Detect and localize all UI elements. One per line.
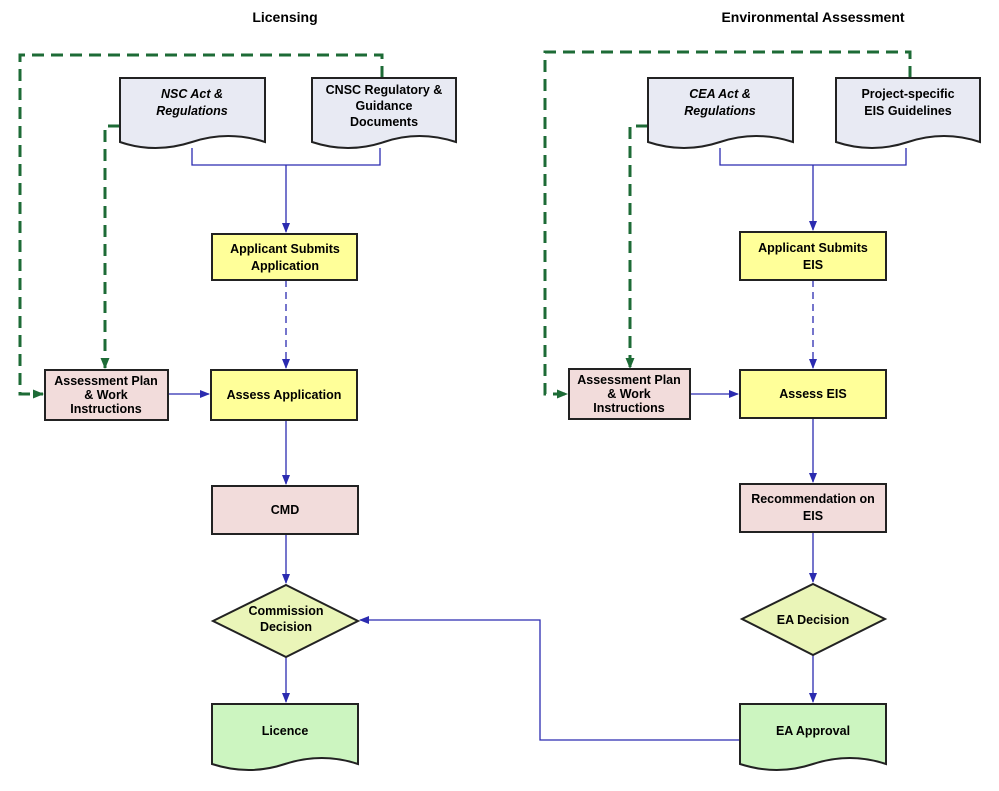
licensing-doc-cnsc-line1: CNSC Regulatory & (326, 83, 443, 97)
licensing-review-label: CMD (271, 503, 299, 517)
ea-decision-diamond: EA Decision (739, 582, 888, 657)
licensing-connectors (18, 53, 740, 741)
ea-doc-eis-line1: Project-specific (861, 87, 954, 101)
ea-doc-eis-guidelines: Project-specific EIS Guidelines (835, 77, 981, 149)
ea-plan-box: Assessment Plan & Work Instructions (568, 368, 691, 420)
licensing-doc-cnsc-line2: Guidance (356, 99, 413, 113)
ea-output-label: EA Approval (776, 724, 850, 738)
ea-output-doc: EA Approval (739, 703, 887, 771)
licensing-output-label: Licence (262, 724, 309, 738)
ea-heading: Environmental Assessment (721, 9, 904, 25)
licensing-assess-label: Assess Application (227, 388, 342, 402)
licensing-submit-box: Applicant Submits Application (211, 233, 358, 281)
licensing-doc-nsc-act-line1: NSC Act & (161, 87, 223, 101)
ea-submit-line2: EIS (803, 258, 823, 272)
licensing-review-box: CMD (211, 485, 359, 535)
ea-review-line1: Recommendation on (751, 492, 875, 506)
licensing-submit-line2: Application (251, 259, 319, 273)
licensing-submit-line1: Applicant Submits (230, 242, 340, 256)
ea-connectors (543, 50, 912, 703)
licensing-output-doc: Licence (211, 703, 359, 771)
licensing-plan-line3: Instructions (70, 402, 142, 416)
ea-assess-label: Assess EIS (779, 387, 846, 401)
licensing-decision-line1: Commission (248, 604, 323, 618)
ea-decision-label: EA Decision (777, 613, 849, 627)
licensing-plan-line2: & Work (84, 388, 128, 402)
ea-plan-line1: Assessment Plan (577, 373, 681, 387)
ea-plan-line2: & Work (607, 387, 651, 401)
ea-doc-cea-act: CEA Act & Regulations (647, 77, 794, 149)
licensing-doc-cnsc-guidance: CNSC Regulatory & Guidance Documents (311, 77, 457, 149)
ea-submit-box: Applicant Submits EIS (739, 231, 887, 281)
licensing-plan-box: Assessment Plan & Work Instructions (44, 369, 169, 421)
ea-doc-cea-act-line2: Regulations (684, 104, 756, 118)
ea-plan-line3: Instructions (593, 401, 665, 415)
ea-assess-box: Assess EIS (739, 369, 887, 419)
ea-submit-line1: Applicant Submits (758, 241, 868, 255)
ea-doc-cea-act-line1: CEA Act & (689, 87, 751, 101)
licensing-decision-line2: Decision (260, 620, 312, 634)
licensing-heading: Licensing (252, 9, 317, 25)
ea-doc-eis-line2: EIS Guidelines (864, 104, 952, 118)
licensing-assess-box: Assess Application (210, 369, 358, 421)
licensing-decision-diamond: Commission Decision (210, 583, 361, 659)
licensing-doc-cnsc-line3: Documents (350, 115, 418, 129)
licensing-plan-line1: Assessment Plan (54, 374, 158, 388)
licensing-doc-nsc-act: NSC Act & Regulations (119, 77, 266, 149)
licensing-doc-nsc-act-line2: Regulations (156, 104, 228, 118)
ea-review-line2: EIS (803, 509, 823, 523)
ea-review-box: Recommendation on EIS (739, 483, 887, 533)
